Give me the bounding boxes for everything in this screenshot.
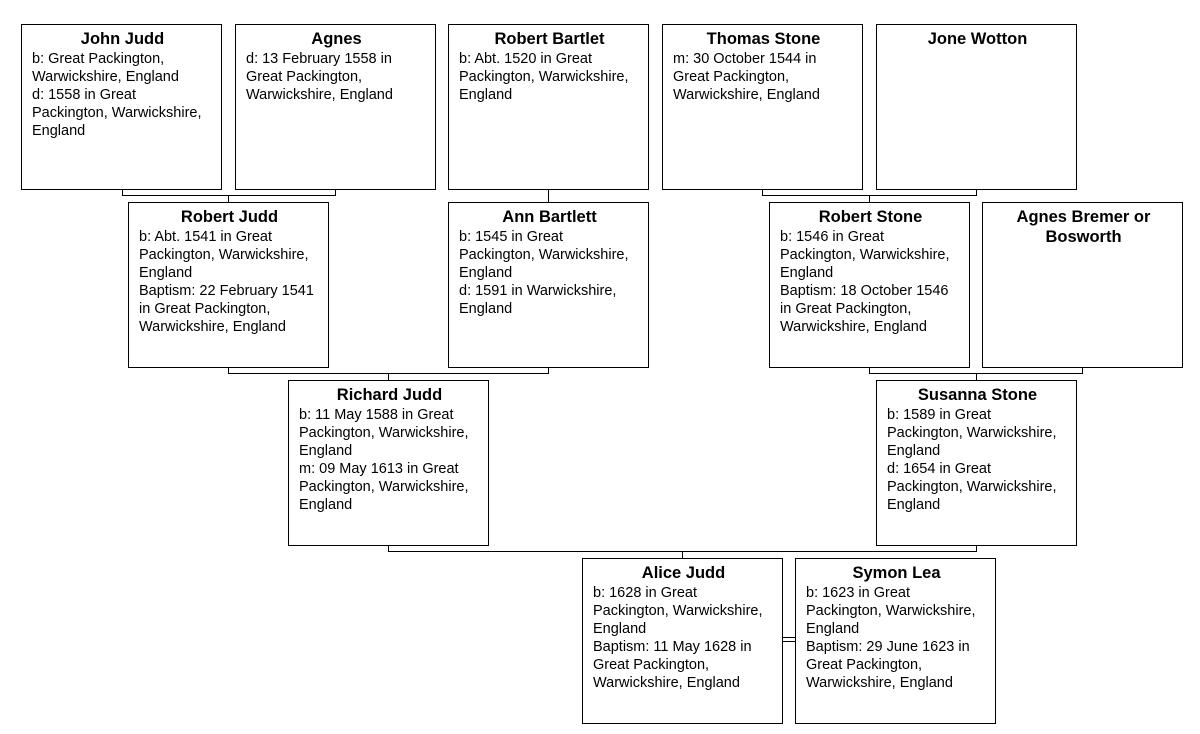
connector-john-agnes-to-robert-judd — [122, 189, 336, 203]
person-fact-baptism: Baptism: 22 February 1541 in Great Packi… — [139, 282, 314, 335]
connector-thomas-jone-to-robert-stone — [762, 189, 977, 203]
person-name: Alice Judd — [641, 564, 726, 582]
person-fact-marriage: m: 09 May 1613 in Great Packington, Warw… — [299, 460, 469, 513]
person-fact-birth: b: Great Packington, Warwickshire, Engla… — [32, 50, 179, 85]
person-fact-birth: b: 1628 in Great Packington, Warwickshir… — [593, 584, 763, 637]
connector-robert-agnes-to-susanna-stone — [869, 367, 1083, 381]
person-name: Richard Judd — [336, 386, 443, 404]
person-fact-death: d: 13 February 1558 in Great Packington,… — [246, 50, 393, 103]
person-fact-baptism: Baptism: 29 June 1623 in Great Packingto… — [806, 638, 970, 691]
person-card-susanna-stone[interactable]: Susanna Stone b: 1589 in Great Packingto… — [876, 380, 1077, 546]
person-name: Robert Stone — [818, 208, 923, 226]
person-name: Agnes Bremer or Bosworth — [1016, 208, 1151, 246]
person-fact-marriage: m: 30 October 1544 in Great Packington, … — [673, 50, 820, 103]
person-fact-birth: b: 1589 in Great Packington, Warwickshir… — [887, 406, 1057, 459]
person-name: Agnes — [311, 30, 362, 48]
person-fact-death: d: 1558 in Great Packington, Warwickshir… — [32, 86, 202, 139]
person-card-jone-wotton[interactable]: Jone Wotton — [876, 24, 1077, 190]
person-card-ann-bartlett[interactable]: Ann Bartlett b: 1545 in Great Packington… — [448, 202, 649, 368]
person-name: Thomas Stone — [706, 30, 821, 48]
person-fact-birth: b: 11 May 1588 in Great Packington, Warw… — [299, 406, 469, 459]
person-card-richard-judd[interactable]: Richard Judd b: 11 May 1588 in Great Pac… — [288, 380, 489, 546]
person-name: Susanna Stone — [917, 386, 1038, 404]
person-fact-baptism: Baptism: 18 October 1546 in Great Packin… — [780, 282, 949, 335]
person-name: John Judd — [80, 30, 165, 48]
person-card-robert-bartlet[interactable]: Robert Bartlet b: Abt. 1520 in Great Pac… — [448, 24, 649, 190]
person-name: Jone Wotton — [927, 30, 1028, 48]
person-card-agnes[interactable]: Agnes d: 13 February 1558 in Great Packi… — [235, 24, 436, 190]
person-fact-birth: b: 1545 in Great Packington, Warwickshir… — [459, 228, 629, 281]
person-fact-death: d: 1654 in Great Packington, Warwickshir… — [887, 460, 1057, 513]
person-name: Symon Lea — [852, 564, 941, 582]
person-fact-baptism: Baptism: 11 May 1628 in Great Packington… — [593, 638, 752, 691]
person-name: Robert Bartlet — [494, 30, 605, 48]
person-card-symon-lea[interactable]: Symon Lea b: 1623 in Great Packington, W… — [795, 558, 996, 724]
connector-robert-ann-to-richard-judd — [228, 367, 549, 381]
person-name: Robert Judd — [180, 208, 279, 226]
person-card-alice-judd[interactable]: Alice Judd b: 1628 in Great Packington, … — [582, 558, 783, 724]
person-card-thomas-stone[interactable]: Thomas Stone m: 30 October 1544 in Great… — [662, 24, 863, 190]
person-card-robert-judd[interactable]: Robert Judd b: Abt. 1541 in Great Packin… — [128, 202, 329, 368]
connector-richard-susanna-to-alice-judd — [388, 545, 977, 559]
person-fact-birth: b: 1623 in Great Packington, Warwickshir… — [806, 584, 976, 637]
person-card-john-judd[interactable]: John Judd b: Great Packington, Warwicksh… — [21, 24, 222, 190]
marriage-line-alice-symon — [782, 637, 796, 642]
person-fact-birth: b: Abt. 1541 in Great Packington, Warwic… — [139, 228, 309, 281]
person-fact-death: d: 1591 in Warwickshire, England — [459, 282, 617, 317]
person-name: Ann Bartlett — [502, 208, 597, 226]
person-fact-birth: b: Abt. 1520 in Great Packington, Warwic… — [459, 50, 629, 103]
person-card-agnes-bremer-or-bosworth[interactable]: Agnes Bremer or Bosworth — [982, 202, 1183, 368]
person-card-robert-stone[interactable]: Robert Stone b: 1546 in Great Packington… — [769, 202, 970, 368]
person-fact-birth: b: 1546 in Great Packington, Warwickshir… — [780, 228, 950, 281]
